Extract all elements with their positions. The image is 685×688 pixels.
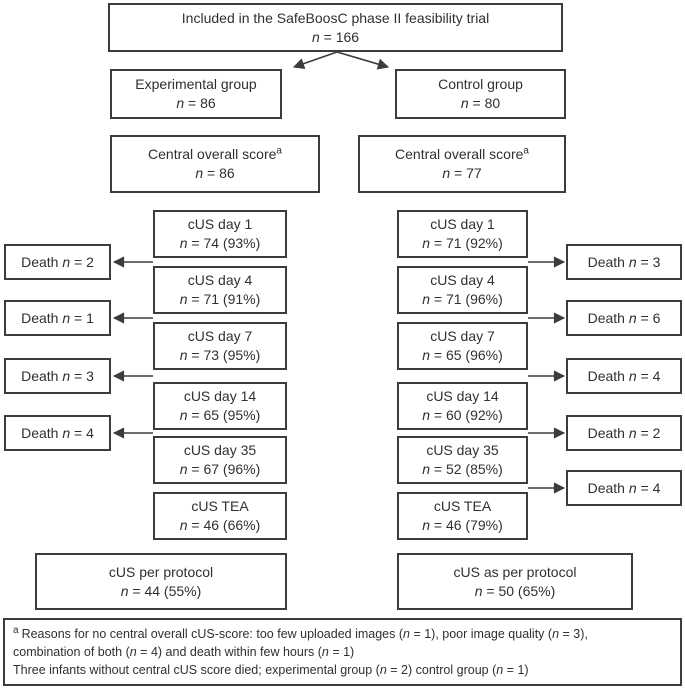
cus-label: cUS day 7 — [187, 328, 253, 344]
box-cus-right-tea: cUS TEA n = 46 (79%) — [397, 492, 528, 540]
per-protocol-n: n = 44 (55%) — [120, 582, 202, 599]
per-protocol-label: cUS as per protocol — [453, 563, 577, 580]
box-cus-right-day7: cUS day 7 n = 65 (96%) — [397, 322, 528, 370]
death-text: Death n = 3 — [587, 253, 661, 270]
cus-n: n = 71 (91%) — [179, 291, 261, 307]
box-cus-left-day35: cUS day 35 n = 67 (96%) — [153, 436, 287, 484]
cus-n: n = 71 (96%) — [422, 291, 503, 307]
box-death-left-3: Death n = 3 — [4, 358, 111, 394]
cus-label: cUS day 1 — [430, 216, 495, 232]
central-score-right-n: n = 77 — [442, 165, 482, 181]
box-experimental-group: Experimental group n = 86 — [110, 69, 282, 119]
cus-n: n = 65 (95%) — [179, 407, 261, 423]
cus-n: n = 67 (96%) — [179, 461, 261, 477]
control-label: Control group — [438, 76, 523, 92]
cus-label: cUS day 14 — [426, 388, 499, 404]
box-cus-left-day7: cUS day 7 n = 73 (95%) — [153, 322, 287, 370]
box-cus-right-day14: cUS day 14 n = 60 (92%) — [397, 382, 528, 430]
box-cus-right-day35: cUS day 35 n = 52 (85%) — [397, 436, 528, 484]
cus-label: cUS TEA — [191, 498, 249, 514]
split-arrow-left — [292, 51, 338, 69]
cus-label: cUS TEA — [433, 498, 492, 514]
box-central-score-right: Central overall scorea n = 77 — [358, 135, 566, 193]
cus-n: n = 73 (95%) — [179, 347, 261, 363]
box-cus-right-day1: cUS day 1 n = 71 (92%) — [397, 210, 528, 258]
cus-label: cUS day 1 — [187, 216, 253, 232]
central-score-left-n: n = 86 — [195, 165, 235, 181]
footnote-line-2: combination of both (n = 4) and death wi… — [13, 645, 355, 659]
box-cus-left-day14: cUS day 14 n = 65 (95%) — [153, 382, 287, 430]
cus-n: n = 74 (93%) — [179, 235, 261, 251]
central-score-left-label: Central overall scorea — [148, 145, 282, 162]
box-cus-left-day4: cUS day 4 n = 71 (91%) — [153, 266, 287, 314]
death-text: Death n = 1 — [21, 309, 94, 326]
per-protocol-label: cUS per protocol — [108, 563, 214, 580]
box-death-right-3: Death n = 4 — [566, 358, 682, 394]
central-score-right-label: Central overall scorea — [395, 145, 529, 162]
death-text: Death n = 4 — [587, 367, 661, 384]
death-text: Death n = 4 — [587, 479, 661, 496]
box-central-score-left: Central overall scorea n = 86 — [110, 135, 320, 193]
box-death-right-2: Death n = 6 — [566, 300, 682, 336]
cus-label: cUS day 4 — [430, 272, 495, 288]
box-death-left-4: Death n = 4 — [4, 415, 111, 451]
split-arrow-right — [336, 51, 390, 70]
cus-n: n = 71 (92%) — [422, 235, 503, 251]
box-death-left-1: Death n = 2 — [4, 244, 111, 280]
box-control-group: Control group n = 80 — [395, 69, 566, 119]
box-death-right-4: Death n = 2 — [566, 415, 682, 451]
cus-label: cUS day 35 — [426, 442, 499, 458]
death-text: Death n = 3 — [21, 367, 94, 384]
box-cus-right-day4: cUS day 4 n = 71 (96%) — [397, 266, 528, 314]
footnote-line-3: Three infants without central cUS score … — [13, 663, 529, 677]
included-n: n = 166 — [311, 28, 360, 45]
death-text: Death n = 2 — [21, 253, 94, 270]
footnote-marker: a — [276, 145, 282, 157]
cus-n: n = 60 (92%) — [422, 407, 503, 423]
cus-n: n = 65 (96%) — [422, 347, 503, 363]
box-per-protocol-right: cUS as per protocol n = 50 (65%) — [397, 553, 633, 610]
experimental-label: Experimental group — [135, 76, 257, 92]
cus-n: n = 46 (66%) — [179, 517, 261, 533]
box-per-protocol-left: cUS per protocol n = 44 (55%) — [35, 553, 287, 610]
included-label: Included in the SafeBoosC phase II feasi… — [181, 9, 490, 26]
cus-n: n = 52 (85%) — [422, 461, 503, 477]
footnote-marker: a — [13, 624, 19, 636]
control-n: n = 80 — [460, 95, 501, 111]
per-protocol-n: n = 50 (65%) — [474, 582, 556, 599]
cus-label: cUS day 14 — [183, 388, 257, 404]
death-text: Death n = 2 — [587, 424, 661, 441]
cus-n: n = 46 (79%) — [422, 517, 503, 533]
cus-label: cUS day 4 — [187, 272, 253, 288]
cus-label: cUS day 7 — [430, 328, 495, 344]
box-death-right-5: Death n = 4 — [566, 470, 682, 506]
box-included: Included in the SafeBoosC phase II feasi… — [108, 3, 563, 52]
box-cus-left-day1: cUS day 1 n = 74 (93%) — [153, 210, 287, 258]
footnote-marker: a — [523, 145, 529, 157]
box-cus-left-tea: cUS TEA n = 46 (66%) — [153, 492, 287, 540]
experimental-n: n = 86 — [176, 95, 216, 111]
death-text: Death n = 4 — [21, 424, 94, 441]
box-death-right-1: Death n = 3 — [566, 244, 682, 280]
box-death-left-2: Death n = 1 — [4, 300, 111, 336]
cus-label: cUS day 35 — [183, 442, 257, 458]
death-text: Death n = 6 — [587, 309, 661, 326]
